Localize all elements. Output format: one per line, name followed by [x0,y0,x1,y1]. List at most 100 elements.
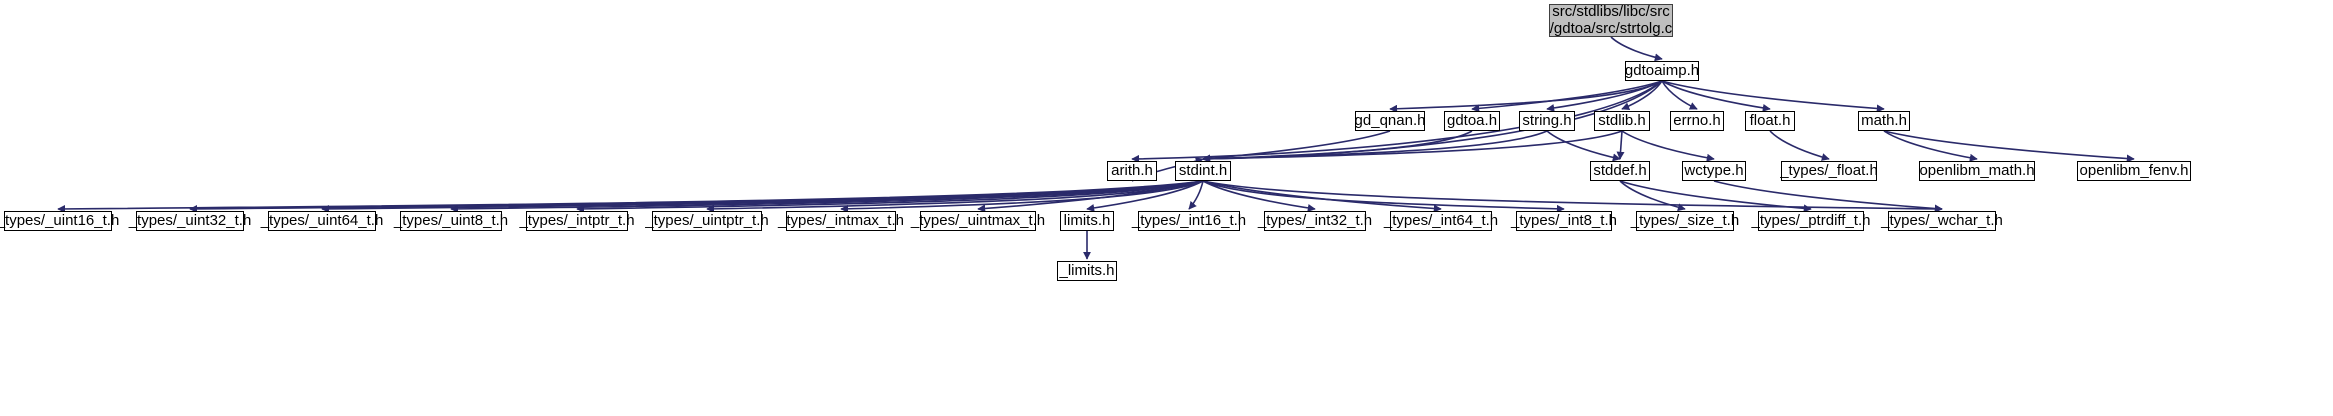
edge-stdint-to-uintmax [977,180,1204,213]
node-label: _types/_uint32_t.h [128,211,252,229]
node-int16[interactable]: _types/_int16_t.h [1132,211,1246,231]
node-label: _limits.h [1059,261,1115,279]
node-int64[interactable]: _types/_int64_t.h [1384,211,1498,231]
node-stdlib[interactable]: stdlib.h [1594,111,1650,131]
node-gdtoaimp[interactable]: gdtoaimp.h [1625,61,1699,81]
node-gd_qnan[interactable]: gd_qnan.h [1355,111,1425,131]
edge-stdlib-to-stdint [1202,130,1623,163]
node-_limits[interactable]: _limits.h [1057,261,1117,281]
node-int8[interactable]: _types/_int8_t.h [1511,211,1617,231]
node-label: stddef.h [1593,161,1647,179]
node-size[interactable]: _types/_size_t.h [1631,211,1739,231]
node-arith[interactable]: arith.h [1107,161,1157,181]
node-label: _types/_int32_t.h [1257,211,1373,229]
node-strtolg[interactable]: src/stdlibs/libc/src /gdtoa/src/strtolg.… [1549,3,1673,37]
edge-string-to-stdint [1202,130,1548,163]
edge-gdtoa-to-stdint [1202,130,1473,163]
node-wchar[interactable]: _types/_wchar_t.h [1881,211,2003,231]
node-label: arith.h [1111,161,1153,179]
node-label: _types/_intptr_t.h [519,211,635,229]
edge-stdlib-to-wctype [1621,130,1715,162]
node-intptr[interactable]: _types/_intptr_t.h [519,211,635,231]
node-label: gd_qnan.h [1354,111,1426,129]
node-label: errno.h [1673,111,1721,129]
edge-float-to-types_float [1769,130,1830,161]
node-uint16[interactable]: _types/_uint16_t.h [0,211,119,231]
node-label: _types/_uintptr_t.h [645,211,769,229]
node-label: _types/_int16_t.h [1131,211,1247,229]
node-stddef[interactable]: stddef.h [1590,161,1650,181]
node-label: _types/_uint8_t.h [393,211,509,229]
edge-strtolg-to-gdtoaimp [1610,36,1663,62]
edge-stdint-to-uintptr [706,180,1204,213]
edge-gdtoaimp-to-errno [1661,80,1698,110]
node-label: string.h [1522,111,1572,129]
edge-stddef-to-size [1619,180,1686,212]
node-int32[interactable]: _types/_int32_t.h [1258,211,1372,231]
node-gdtoa[interactable]: gdtoa.h [1444,111,1500,131]
node-stdint[interactable]: stdint.h [1175,161,1231,181]
edge-wctype-to-wchar [1713,180,1943,213]
node-label: _types/_ptrdiff_t.h [1751,211,1871,229]
edge-stdint-to-uint8 [450,180,1204,213]
node-types_float[interactable]: _types/_float.h [1780,161,1878,181]
node-float[interactable]: float.h [1745,111,1795,131]
edge-stdint-to-uint16 [57,180,1204,213]
edge-math-to-openlibm_fenv [1883,130,2135,163]
node-label: stdlib.h [1598,111,1646,129]
node-errno[interactable]: errno.h [1670,111,1724,131]
edge-stdint-to-wchar [1202,180,1943,213]
node-label: _types/_intmax_t.h [778,211,904,229]
edge-stdint-to-int16 [1188,180,1204,210]
edge-stddef-to-ptrdiff [1619,180,1812,213]
edge-gd_qnan-to-stdint [1202,130,1391,163]
node-label: wctype.h [1684,161,1744,179]
edge-gdtoaimp-to-stdlib [1621,80,1663,110]
edge-gdtoaimp-to-gd_qnan [1389,80,1663,113]
edge-stdlib-to-stddef [1616,130,1625,160]
edge-gdtoaimp-to-math [1661,80,1885,113]
edge-gdtoaimp-to-gdtoa [1471,80,1663,113]
node-uint32[interactable]: _types/_uint32_t.h [129,211,251,231]
edge-gdtoaimp-to-string [1546,80,1663,112]
node-label: _types/_int8_t.h [1511,211,1617,229]
node-limits[interactable]: limits.h [1060,211,1114,231]
node-label: _types/_uintmax_t.h [910,211,1046,229]
node-label: gdtoa.h [1446,111,1498,129]
edge-gdtoaimp-to-float [1661,80,1771,112]
node-intmax[interactable]: _types/_intmax_t.h [778,211,904,231]
edge-stdint-to-intptr [576,180,1204,213]
edge-math-to-openlibm_math [1883,130,1978,162]
node-uintptr[interactable]: _types/_uintptr_t.h [645,211,769,231]
node-math[interactable]: math.h [1858,111,1910,131]
edge-stdint-to-int32 [1202,180,1316,212]
edge-stdint-to-uint64 [321,180,1204,213]
node-label: _types/_wchar_t.h [1881,211,2003,229]
node-uintmax[interactable]: _types/_uintmax_t.h [911,211,1045,231]
node-label: float.h [1749,111,1791,129]
edge-stdint-to-int64 [1202,180,1442,213]
node-label: limits.h [1063,211,1111,229]
node-uint8[interactable]: _types/_uint8_t.h [394,211,508,231]
node-label: _types/_uint64_t.h [260,211,384,229]
node-label: _types/_uint16_t.h [0,211,120,229]
node-uint64[interactable]: _types/_uint64_t.h [261,211,383,231]
node-label: stdint.h [1178,161,1228,179]
node-label: openlibm_fenv.h [2079,161,2189,179]
node-label: _types/_float.h [1780,161,1878,179]
node-ptrdiff[interactable]: _types/_ptrdiff_t.h [1752,211,1870,231]
node-label: src/stdlibs/libc/src /gdtoa/src/strtolg.… [1549,2,1673,37]
node-openlibm_math[interactable]: openlibm_math.h [1919,161,2035,181]
edge-string-to-stddef [1546,130,1621,162]
node-label: _types/_int64_t.h [1383,211,1499,229]
node-openlibm_fenv[interactable]: openlibm_fenv.h [2077,161,2191,181]
node-label: gdtoaimp.h [1624,61,1700,79]
edge-stdint-to-limits [1086,180,1204,212]
edge-stdint-to-int8 [1202,180,1565,213]
node-label: math.h [1861,111,1907,129]
node-wctype[interactable]: wctype.h [1682,161,1746,181]
node-label: openlibm_math.h [1919,161,2035,179]
node-string[interactable]: string.h [1519,111,1575,131]
